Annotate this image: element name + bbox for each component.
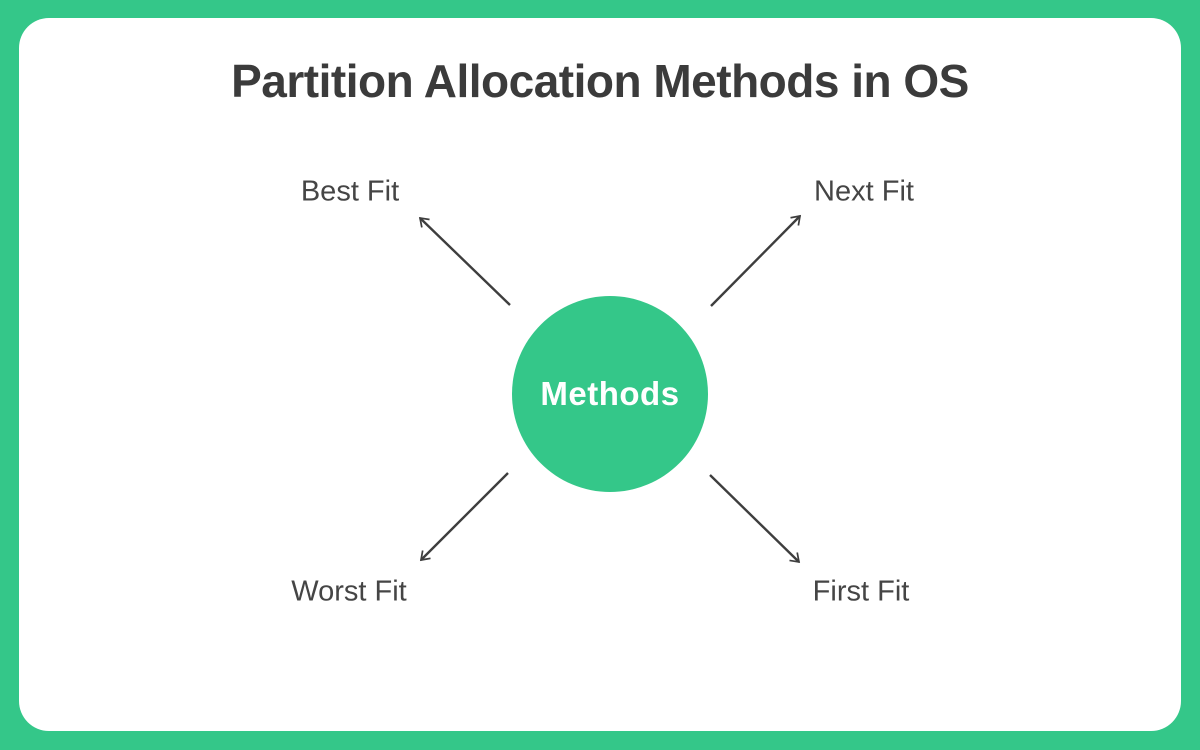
branch-label-best-fit: Best Fit (300, 175, 400, 208)
branch-label-first-fit: First Fit (812, 575, 910, 608)
center-node-label: Methods (540, 375, 680, 412)
page-title: Partition Allocation Methods in OS (231, 55, 969, 107)
branch-label-worst-fit: Worst Fit (291, 575, 407, 608)
branch-label-next-fit: Next Fit (814, 175, 914, 208)
center-node-methods: Methods (512, 296, 708, 492)
